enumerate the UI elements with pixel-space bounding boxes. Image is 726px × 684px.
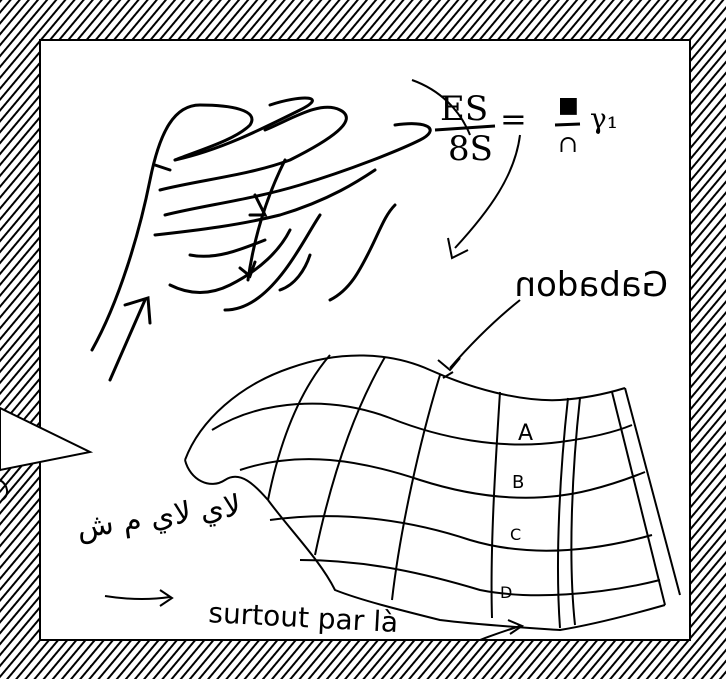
pencil-wedge: [0, 408, 90, 470]
formula-trailing: γ₁: [590, 102, 618, 135]
cell-label-b: B: [512, 472, 524, 493]
formula-rhs-numerator: ■: [558, 93, 579, 118]
formula-numerator: ES: [440, 89, 488, 129]
formula-rhs-denominator: ∩: [558, 130, 578, 158]
gridded-surface: [185, 355, 680, 630]
formula-denominator: 8S: [448, 129, 493, 169]
mirrored-label: Gabadon: [514, 265, 668, 305]
cell-label-a: A: [518, 421, 533, 446]
scribble-arrow: [105, 590, 172, 606]
scribble-note: لاي لاي م ش: [75, 488, 243, 546]
cell-label-d: D: [500, 583, 512, 602]
caption: surtout par là: [208, 596, 399, 639]
caption-arrow: [480, 620, 522, 640]
wave-swirl-sketch: [92, 98, 430, 380]
formula-equals: =: [500, 100, 527, 138]
arrow-to-surface: [438, 300, 520, 378]
cell-label-c: C: [510, 525, 521, 544]
